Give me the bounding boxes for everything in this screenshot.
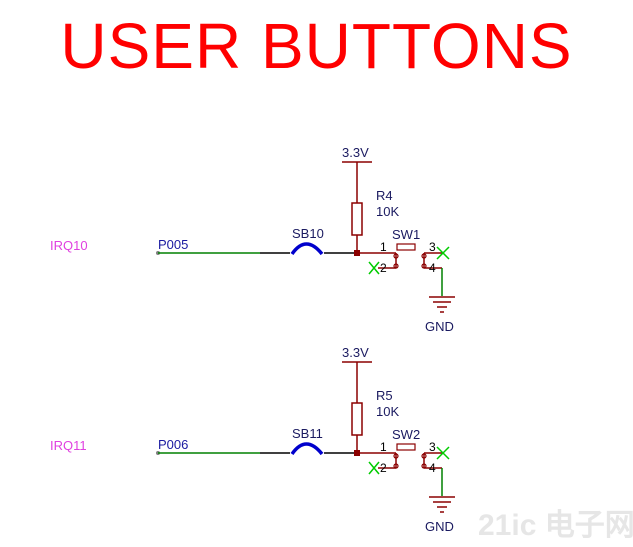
port-label: P005 [158,237,188,252]
ground-label: GND [425,319,454,334]
contact-left-top [393,253,399,259]
solder-bridge [290,442,324,456]
contact-right-top [421,453,427,459]
noconnect-pin2-icon [368,461,380,475]
switch-label: SW1 [392,227,420,242]
resistor-ref-label: R4 [376,188,393,203]
supply-label: 3.3V [342,345,369,360]
net-label: IRQ10 [50,238,88,253]
contact-right-bottom [421,263,427,269]
switch-label: SW2 [392,427,420,442]
contact-left-bottom [393,463,399,469]
pin-3-label: 3 [429,440,436,454]
resistor-ref-label: R5 [376,388,393,403]
noconnect-pin3-icon [436,446,450,460]
ground-label: GND [425,519,454,534]
noconnect-pin2-icon [368,261,380,275]
pin-3-label: 3 [429,240,436,254]
contact-left-top [393,453,399,459]
resistor-body [351,202,363,236]
schematic-title: USER BUTTONS [60,10,573,82]
contact-right-bottom [421,463,427,469]
pin-1-label: 1 [380,240,387,254]
bridge-label: SB11 [292,426,323,441]
port-label: P006 [158,437,188,452]
pin-1-label: 1 [380,440,387,454]
watermark: 21ic 电子网 [478,509,633,542]
switch-actuator [396,243,416,251]
resistor-value-label: 10K [376,404,399,419]
pin-4-label: 4 [429,461,436,475]
net-label: IRQ11 [50,438,87,453]
pin-4-label: 4 [429,261,436,275]
supply-label: 3.3V [342,145,369,160]
bridge-label: SB10 [292,226,324,241]
solder-bridge [290,242,324,256]
noconnect-pin3-icon [436,246,450,260]
contact-right-top [421,253,427,259]
switch-actuator [396,443,416,451]
resistor-value-label: 10K [376,204,399,219]
pin-2-label: 2 [380,461,387,475]
resistor-body [351,402,363,436]
pin-2-label: 2 [380,261,387,275]
contact-left-bottom [393,263,399,269]
